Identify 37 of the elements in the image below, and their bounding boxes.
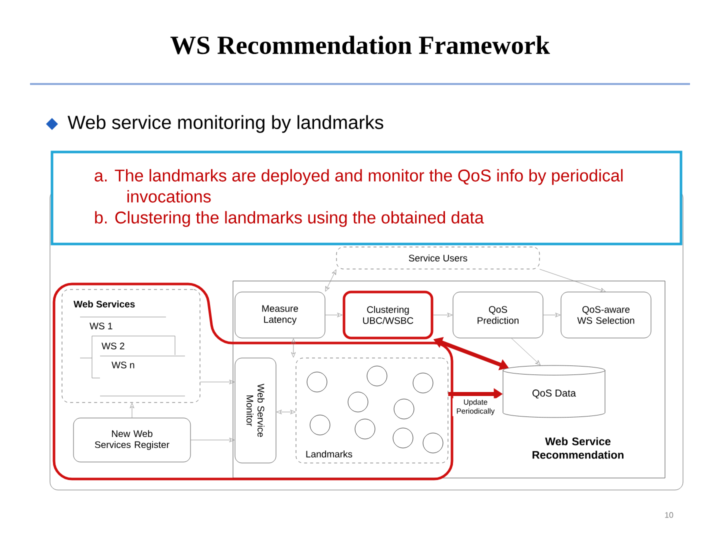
dashed-box: Landmarks [296, 358, 448, 464]
arrow [325, 312, 342, 318]
list-item: WS 2 [102, 342, 124, 350]
title: WS Recommendation Framework [170, 36, 550, 54]
arrow [276, 410, 296, 414]
process-box: QoS Prediction [452, 292, 544, 338]
arrow [200, 380, 234, 384]
arrow [190, 438, 234, 442]
list-item: WS 1 [90, 322, 112, 330]
arrow [540, 269, 606, 292]
arrow [543, 312, 560, 318]
landmark-circle [348, 392, 368, 412]
process-box: Clustering UBC/WSBC [342, 290, 434, 340]
landmark-circle [354, 418, 376, 440]
arrow [130, 403, 134, 418]
landmark-circle [306, 372, 328, 392]
database-cylinder: QoS Data [502, 365, 606, 418]
landmark-circle [422, 432, 444, 454]
note-box: a. The landmarks are deployed and monitor the QoS info by periodical invocations b. Clustering the landmarks using the obtained data [50, 150, 682, 246]
landmark-circle [412, 372, 434, 394]
page-number: 10 [665, 512, 674, 518]
process-box: Web Service Monitor [234, 358, 276, 464]
panel-heading: Web Services [74, 300, 135, 308]
arrow [291, 338, 296, 358]
process-box: Measure Latency [234, 292, 326, 338]
arrow [325, 269, 336, 292]
landmark-circle [394, 398, 414, 420]
arrow [433, 312, 452, 318]
arrow [511, 338, 541, 366]
landmark-circle [310, 414, 330, 436]
process-box: QoS-aware WS Selection [560, 292, 652, 338]
bullet-text: Web service monitoring by landmarks [68, 115, 384, 133]
landmark-circle [392, 428, 414, 448]
process-box: New Web Services Register [73, 418, 191, 462]
landmark-circle [366, 366, 388, 386]
dashed-box: Service Users [336, 246, 540, 270]
list-item: WS n [112, 362, 134, 368]
